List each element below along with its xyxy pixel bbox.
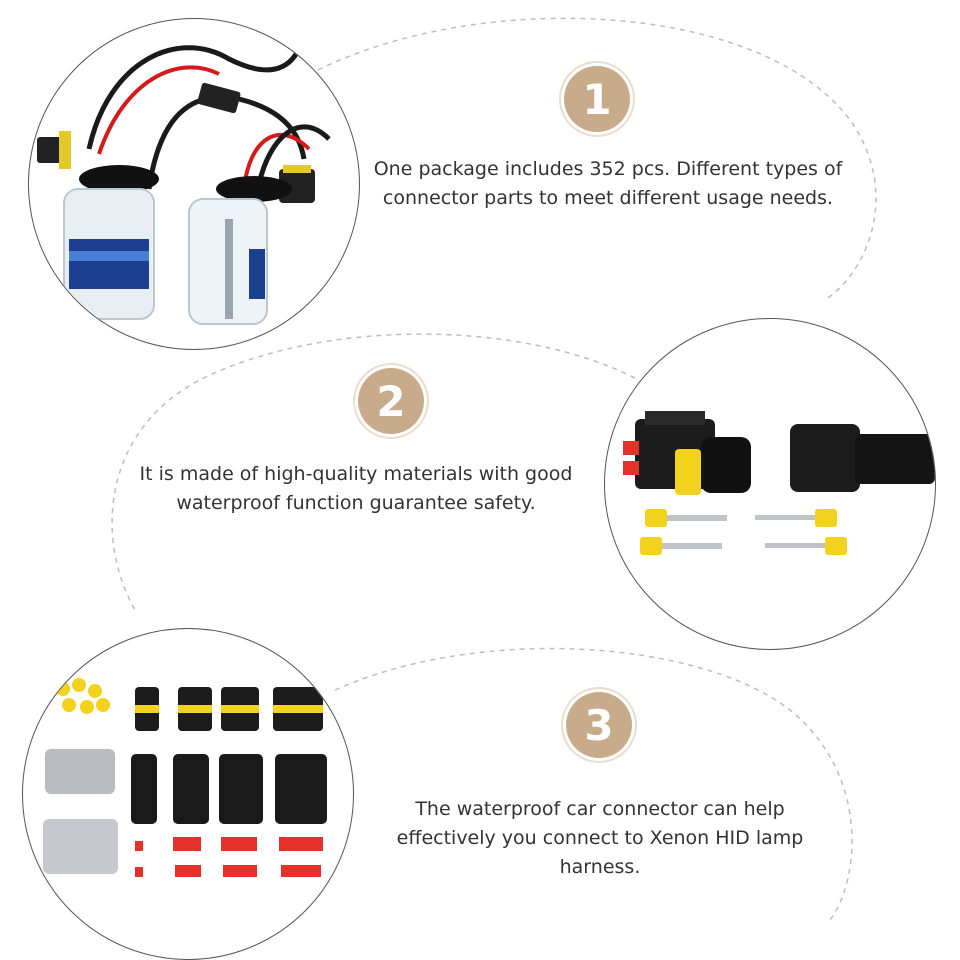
- feature-3-photo: [22, 628, 354, 960]
- feature-2-number-badge: 2: [358, 368, 424, 434]
- feature-2-number: 2: [376, 376, 406, 426]
- feature-1-number: 1: [582, 74, 612, 124]
- feature-1-photo: [28, 18, 360, 350]
- feature-2-photo: [604, 318, 936, 650]
- feature-3-number-badge: 3: [566, 692, 632, 758]
- connector-kit-parts-icon: [43, 678, 327, 877]
- feature-2-description: It is made of high-quality materials wit…: [139, 463, 573, 514]
- hid-xenon-bulb-pair-icon: [37, 45, 331, 325]
- feature-1-description: One package includes 352 pcs. Different …: [373, 158, 843, 209]
- feature-1-number-badge: 1: [564, 66, 630, 132]
- feature-3-description: The waterproof car connector can help ef…: [396, 798, 804, 878]
- feature-3-number: 3: [584, 700, 614, 750]
- waterproof-connector-plug-icon: [623, 411, 935, 555]
